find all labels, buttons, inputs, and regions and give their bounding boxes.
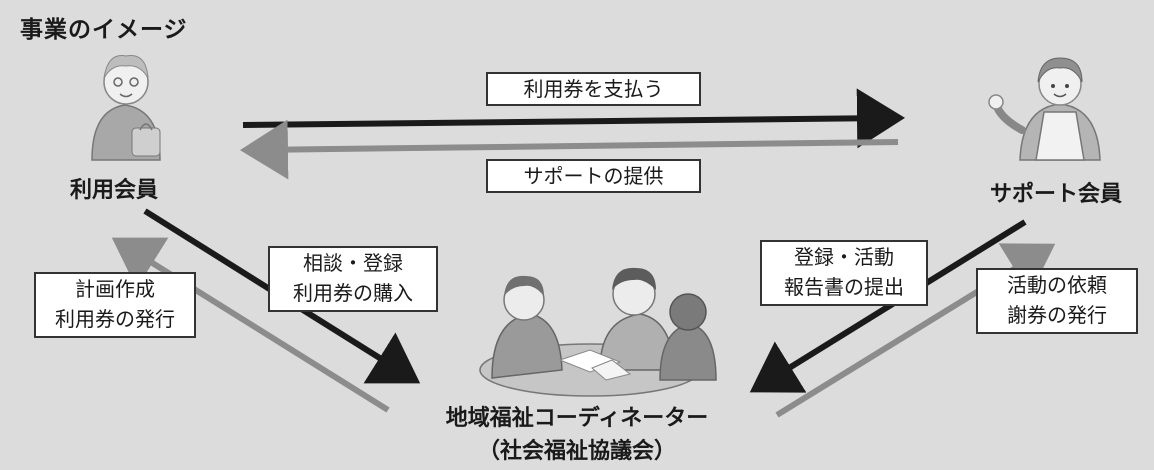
- helper-woman-icon: [988, 57, 1101, 161]
- edge-label-plan-line1: 計画作成: [75, 277, 155, 301]
- edge-label-consult: 相談・登録 利用券の購入: [268, 246, 438, 312]
- edge-label-support: サポートの提供: [486, 159, 701, 193]
- edge-label-report: 登録・活動 報告書の提出: [760, 240, 928, 306]
- node-user-label: 利用会員: [70, 178, 159, 203]
- edge-label-plan: 計画作成 利用券の発行: [34, 272, 196, 338]
- edge-label-consult-line1: 相談・登録: [303, 251, 403, 275]
- edge-label-request-line1: 活動の依頼: [1007, 273, 1107, 297]
- edge-label-support-text: サポートの提供: [523, 164, 664, 188]
- edge-label-request: 活動の依頼 謝券の発行: [976, 268, 1138, 334]
- elderly-woman-icon: [91, 54, 161, 161]
- edge-label-pay-text: 利用券を支払う: [523, 77, 664, 101]
- edge-label-report-line2: 報告書の提出: [784, 275, 904, 299]
- edge-label-plan-line2: 利用券の発行: [55, 307, 175, 331]
- diagram-title: 事業のイメージ: [20, 17, 188, 43]
- node-coordinator-label: 地域福祉コーディネーター: [445, 406, 709, 431]
- edge-label-request-line2: 謝券の発行: [1007, 303, 1107, 327]
- arrow-pay: [242, 88, 905, 149]
- edge-label-pay: 利用券を支払う: [486, 72, 701, 106]
- arrow-support: [240, 119, 899, 180]
- node-coordinator-org: （社会福祉協議会）: [477, 439, 676, 464]
- meeting-group-icon: [479, 267, 717, 397]
- edge-label-report-line1: 登録・活動: [794, 245, 894, 269]
- node-supporter-label: サポート会員: [990, 182, 1123, 207]
- edge-label-consult-line2: 利用券の購入: [293, 281, 413, 305]
- arrow-plan: [111, 237, 390, 413]
